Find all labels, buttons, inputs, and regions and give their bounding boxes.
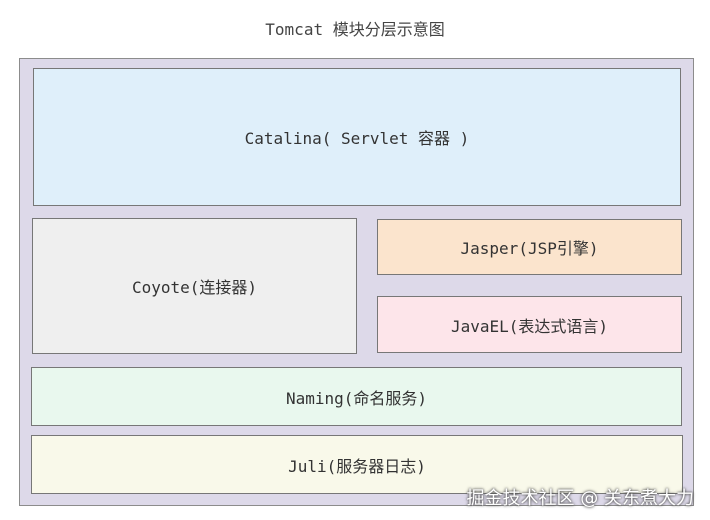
module-javael: JavaEL(表达式语言)	[377, 296, 682, 353]
diagram-title: Tomcat 模块分层示意图	[265, 20, 445, 39]
watermark: 掘金技术社区 @ 关东煮大力	[466, 488, 694, 509]
module-jasper: Jasper(JSP引擎)	[377, 219, 682, 275]
module-coyote: Coyote(连接器)	[32, 218, 357, 354]
module-naming: Naming(命名服务)	[31, 367, 682, 426]
module-juli: Juli(服务器日志)	[31, 435, 683, 494]
module-catalina: Catalina( Servlet 容器 )	[33, 68, 681, 206]
